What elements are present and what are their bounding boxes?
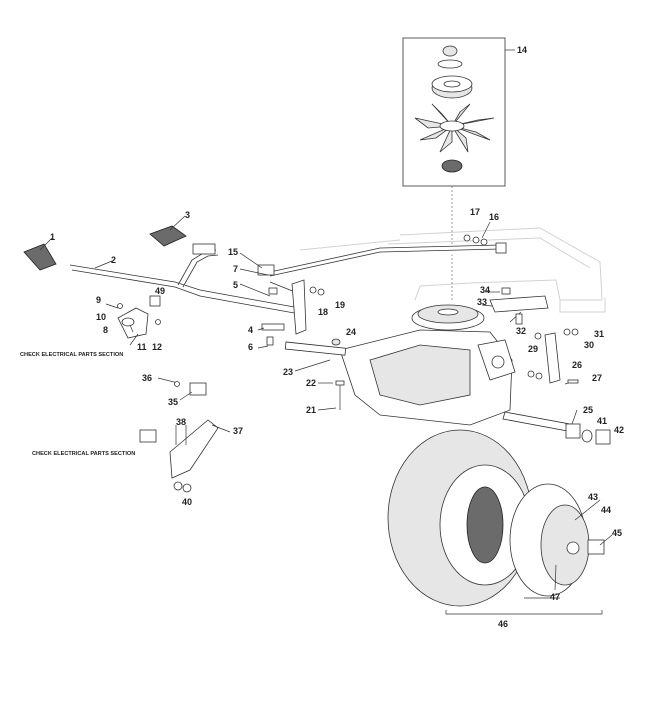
chassis-frame-outline: [299, 227, 606, 313]
callout-43: 43: [588, 492, 598, 502]
pulley-fan-inset: [402, 37, 506, 302]
bracket-plate: [291, 279, 307, 335]
callout-1: 1: [50, 232, 55, 242]
callout-38: 38: [176, 417, 186, 427]
leader-lines: [39, 49, 613, 591]
callout-45: 45: [612, 528, 622, 538]
part-42-bushing: [595, 429, 611, 445]
part-37-pedal: [169, 419, 219, 479]
note-check-electrical-2: CHECK ELECTRICAL PARTS SECTION: [32, 451, 135, 457]
hardware: [117, 234, 579, 493]
callout-31: 31: [594, 329, 604, 339]
callout-47: 47: [550, 592, 560, 602]
callout-33: 33: [477, 297, 487, 307]
callout-35: 35: [168, 397, 178, 407]
callout-49: 49: [155, 286, 165, 296]
callout-4: 4: [248, 325, 253, 335]
callout-26: 26: [572, 360, 582, 370]
callout-11: 11: [137, 342, 147, 352]
part-26-arm: [544, 332, 561, 384]
transaxle-body: [339, 304, 516, 426]
callout-40: 40: [182, 497, 192, 507]
part-8-11-bracket: [117, 295, 161, 339]
callout-22: 22: [306, 378, 316, 388]
callout-34: 34: [480, 285, 490, 295]
callout-17: 17: [470, 207, 480, 217]
callout-19: 19: [335, 300, 345, 310]
part-33-bracket: [489, 295, 549, 313]
callout-labels: 1 2 3 4 5 6 7 8 9 10 11 12 14 15 16 17 1…: [50, 45, 624, 629]
callout-18: 18: [318, 307, 328, 317]
callout-2: 2: [111, 255, 116, 265]
part-3-pedal-pad: [149, 225, 187, 247]
axle-right: [502, 411, 576, 433]
callout-16: 16: [489, 212, 499, 222]
callout-29: 29: [528, 344, 538, 354]
callout-21: 21: [306, 405, 316, 415]
callout-5: 5: [233, 280, 238, 290]
callout-6: 6: [248, 342, 253, 352]
part-25-washer: [565, 423, 581, 439]
callout-25: 25: [583, 405, 593, 415]
callout-10: 10: [96, 312, 106, 322]
callout-42: 42: [614, 425, 624, 435]
axle-left: [284, 341, 347, 356]
wheel-rim: [509, 483, 605, 597]
callout-32: 32: [516, 326, 526, 336]
callout-27: 27: [592, 373, 602, 383]
part-35-switch: [189, 382, 207, 396]
callout-15: 15: [228, 247, 238, 257]
callout-36: 36: [142, 373, 152, 383]
part-elec-box: [139, 429, 157, 443]
callout-41: 41: [597, 416, 607, 426]
note-check-electrical-1: CHECK ELECTRICAL PARTS SECTION: [20, 352, 123, 358]
callout-46: 46: [498, 619, 508, 629]
fan-blades: [414, 103, 495, 153]
callout-44: 44: [601, 505, 611, 515]
callout-37: 37: [233, 426, 243, 436]
part-41-spacer: [581, 429, 593, 443]
callout-9: 9: [96, 295, 101, 305]
callout-3: 3: [185, 210, 190, 220]
callout-23: 23: [283, 367, 293, 377]
callout-12: 12: [152, 342, 162, 352]
brake-rod: [257, 242, 507, 277]
part-1-knob: [23, 243, 57, 271]
shift-rod: [69, 243, 301, 315]
tire: [387, 429, 533, 607]
part-4-pads: [261, 323, 285, 331]
callout-24: 24: [346, 327, 356, 337]
part-46-bracket-line: [445, 610, 603, 615]
callout-7: 7: [233, 264, 238, 274]
callout-14: 14: [517, 45, 527, 55]
callout-30: 30: [584, 340, 594, 350]
part-24-nut: [331, 338, 341, 346]
callout-8: 8: [103, 325, 108, 335]
